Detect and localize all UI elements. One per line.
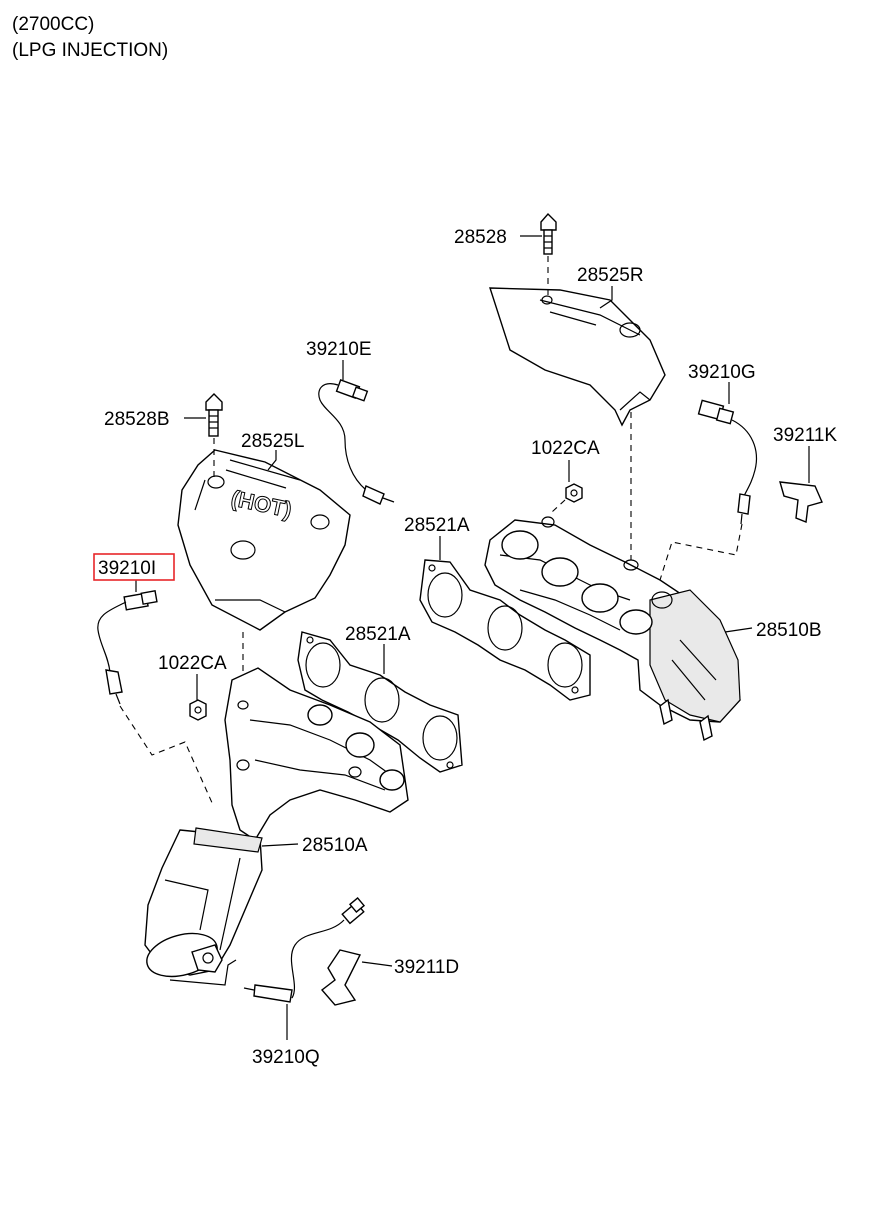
heat-shield-left[interactable]: (HOT) bbox=[177, 449, 351, 631]
highlight-box-39210i bbox=[93, 553, 175, 581]
callout-28525l[interactable]: 28525L bbox=[241, 431, 304, 452]
bracket-39211d[interactable] bbox=[320, 949, 362, 1006]
bolt-right[interactable] bbox=[540, 212, 557, 255]
callout-39210q[interactable]: 39210Q bbox=[252, 1047, 320, 1068]
callout-1022ca-right[interactable]: 1022CA bbox=[531, 438, 600, 459]
callout-28528[interactable]: 28528 bbox=[454, 227, 507, 248]
callout-39210i[interactable]: 39210I bbox=[98, 558, 156, 579]
oxygen-sensor-39210i[interactable] bbox=[97, 590, 158, 705]
gasket-left[interactable] bbox=[297, 631, 463, 773]
callout-1022ca-left[interactable]: 1022CA bbox=[158, 653, 227, 674]
exhaust-manifold-left[interactable] bbox=[142, 667, 409, 986]
callout-28510b[interactable]: 28510B bbox=[756, 620, 822, 641]
callout-28521a-right[interactable]: 28521A bbox=[404, 515, 470, 536]
callout-28510a[interactable]: 28510A bbox=[302, 835, 368, 856]
bracket-39211k[interactable] bbox=[779, 481, 823, 523]
callout-39210e[interactable]: 39210E bbox=[306, 339, 372, 360]
callout-39211d[interactable]: 39211D bbox=[394, 957, 459, 978]
callout-28525r[interactable]: 28525R bbox=[577, 265, 644, 286]
oxygen-sensor-39210g[interactable] bbox=[697, 399, 758, 525]
gasket-right[interactable] bbox=[419, 559, 591, 701]
bolt-left[interactable] bbox=[205, 393, 223, 437]
leader-lines bbox=[135, 235, 810, 1040]
heat-shield-right[interactable] bbox=[489, 287, 666, 427]
nut-right[interactable] bbox=[565, 483, 583, 503]
callout-28528b[interactable]: 28528B bbox=[104, 409, 170, 430]
exhaust-manifold-right[interactable] bbox=[484, 516, 741, 742]
callout-28521a-left[interactable]: 28521A bbox=[345, 624, 411, 645]
callout-39211k[interactable]: 39211K bbox=[773, 425, 837, 446]
callout-39210g[interactable]: 39210G bbox=[688, 362, 756, 383]
engine-spec-label: (2700CC) bbox=[12, 14, 95, 35]
nut-left[interactable] bbox=[189, 699, 207, 721]
oxygen-sensor-39210e[interactable] bbox=[318, 379, 395, 505]
oxygen-sensor-39210q[interactable] bbox=[243, 896, 366, 1003]
injection-type-label: (LPG INJECTION) bbox=[12, 40, 169, 61]
